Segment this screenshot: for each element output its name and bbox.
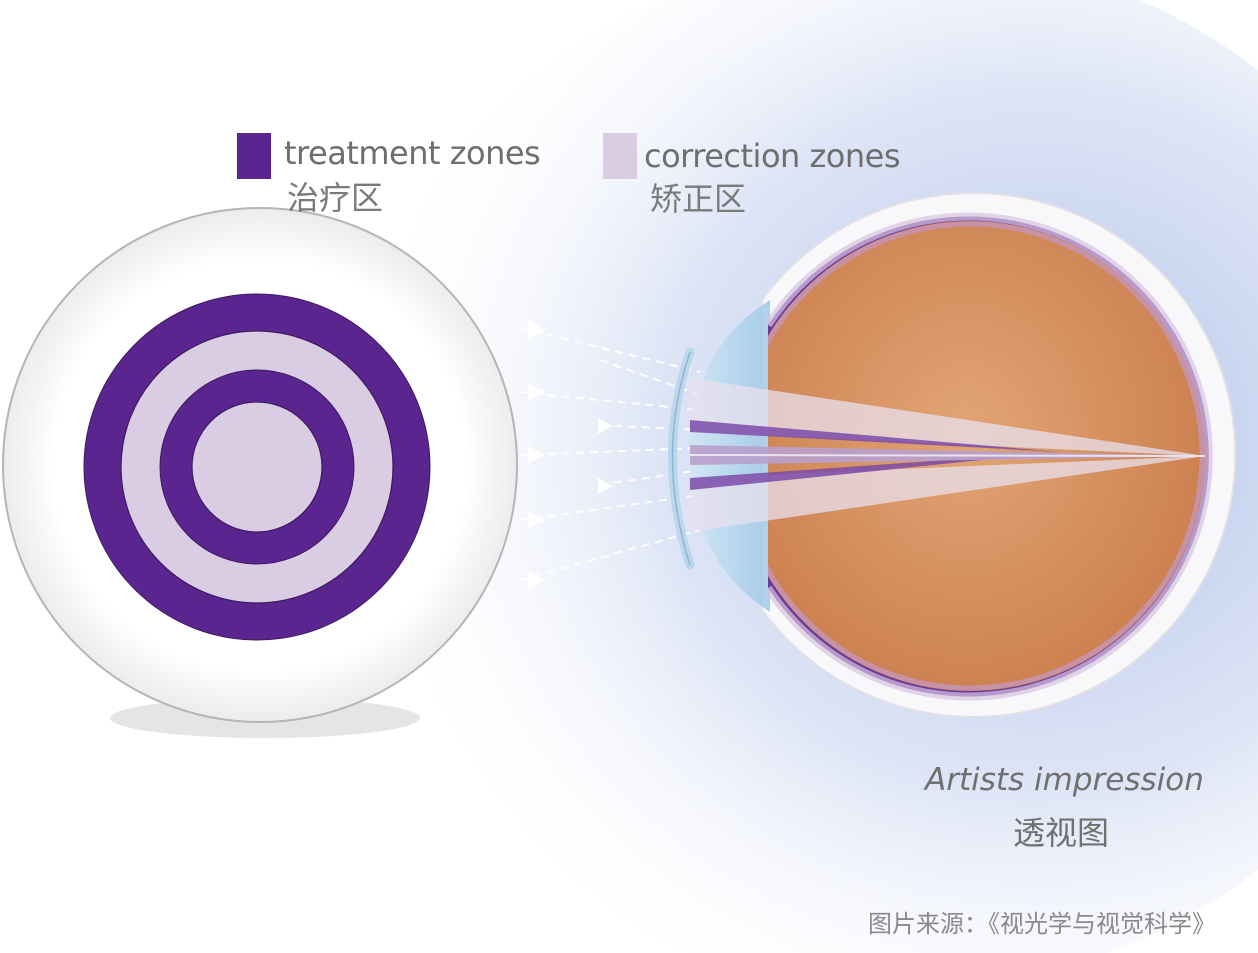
legend-treatment-label: treatment zones	[284, 134, 541, 172]
ray-treatment-lower	[690, 452, 1060, 490]
light-rays	[689, 378, 1206, 532]
legend-treatment-label-zh: 治疗区	[287, 179, 384, 217]
legend-correction-swatch	[603, 133, 637, 179]
legend-correction-label: correction zones	[644, 137, 900, 175]
projection-arrowheads	[528, 320, 613, 589]
caption-chinese: 透视图	[1013, 814, 1110, 852]
ray-treatment-upper	[690, 420, 1060, 452]
legend-treatment-swatch	[237, 133, 271, 179]
projection-lines	[519, 327, 701, 581]
contact-lens-diagram	[2, 207, 518, 723]
correction-center-zone	[191, 401, 323, 533]
caption-english: Artists impression	[925, 762, 1204, 798]
legend-correction-label-zh: 矫正区	[650, 180, 747, 218]
image-source-credit: 图片来源：《视光学与视觉科学》	[868, 910, 1216, 938]
